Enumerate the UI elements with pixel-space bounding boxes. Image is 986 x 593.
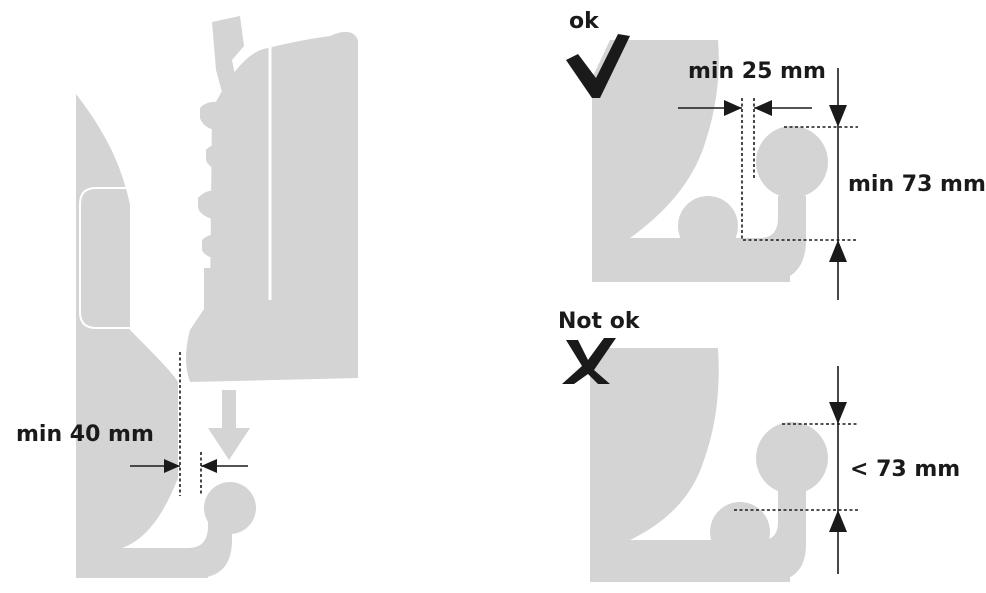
check-mark-icon bbox=[566, 34, 630, 98]
ok-horizontal-label: min 25 mm bbox=[688, 59, 826, 84]
not-ok-status-label: Not ok bbox=[558, 309, 641, 334]
tow-hook bbox=[122, 516, 232, 578]
left-clearance-label: min 40 mm bbox=[16, 422, 154, 447]
bike-carrier-silhouette bbox=[186, 16, 358, 382]
ok-status-label: ok bbox=[569, 9, 600, 34]
tow-ball bbox=[204, 482, 256, 534]
ok-panel: ok min 25 mm min 73 mm bbox=[566, 9, 986, 300]
ok-car-bumper bbox=[592, 40, 790, 282]
cross-mark-icon bbox=[562, 338, 616, 384]
bumper-outline bbox=[79, 187, 130, 329]
car-bumper-shape bbox=[76, 94, 208, 578]
not-ok-tow-ball bbox=[756, 422, 828, 494]
not-ok-car-bumper bbox=[590, 348, 790, 582]
down-arrow-icon bbox=[208, 390, 250, 460]
ok-vertical-label: min 73 mm bbox=[848, 172, 986, 197]
ok-tow-ball bbox=[756, 126, 828, 198]
left-panel: min 40 mm bbox=[16, 16, 358, 578]
not-ok-vertical-label: < 73 mm bbox=[850, 457, 960, 482]
not-ok-panel: Not ok < 73 mm bbox=[558, 309, 960, 582]
